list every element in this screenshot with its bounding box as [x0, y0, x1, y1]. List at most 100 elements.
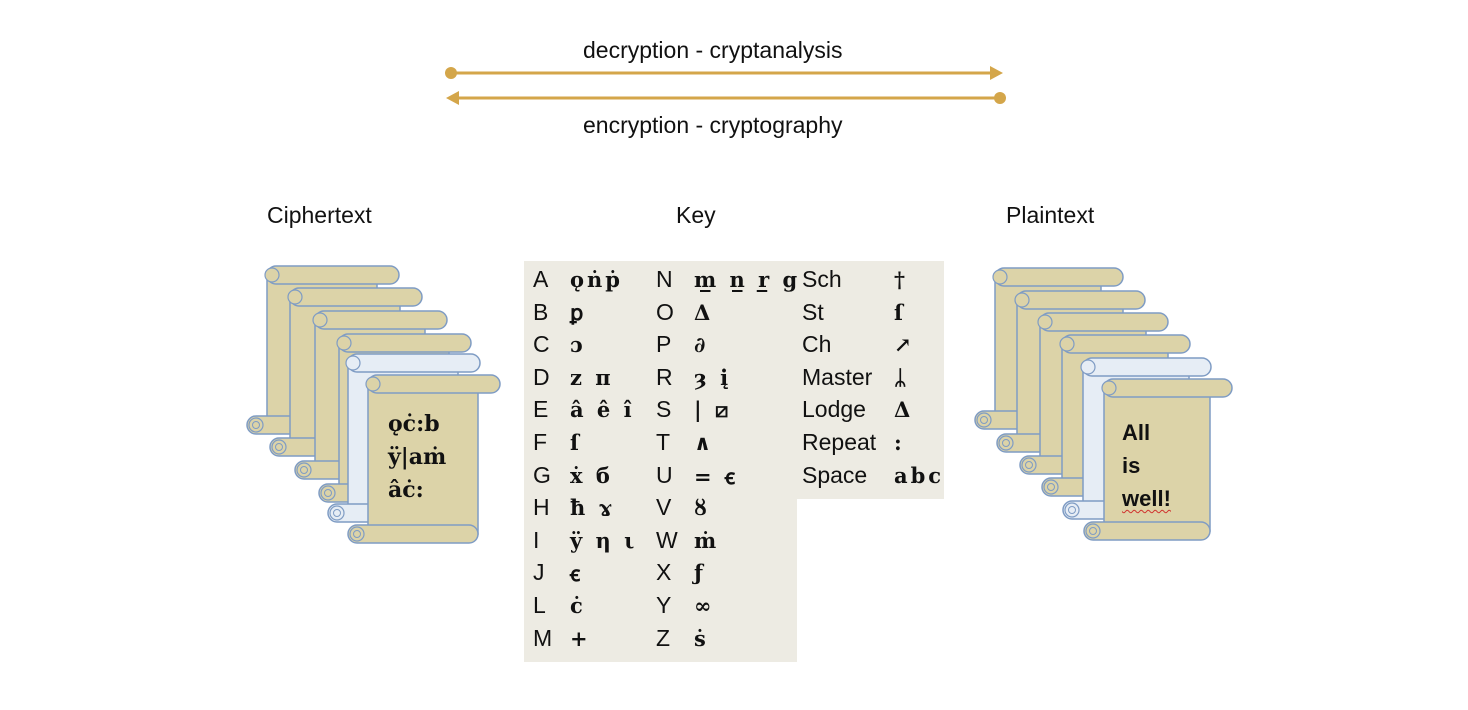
scroll-top-curl: [312, 312, 328, 328]
scroll-bottom-curl-inner: [252, 421, 260, 429]
scroll-bottom-curl: [998, 435, 1014, 451]
key-letter: Z: [656, 624, 671, 651]
key-symbols: ſ: [894, 299, 907, 325]
scroll-bottom-curl-inner: [980, 416, 988, 424]
key-symbols: :: [894, 430, 905, 455]
scroll-top-curl: [287, 289, 303, 305]
scroll-bottom-curl: [1085, 523, 1101, 539]
key-letter: B: [533, 298, 549, 325]
key-letter: P: [656, 331, 672, 358]
key-letter: E: [533, 396, 549, 423]
key-letter: O: [656, 298, 674, 325]
scroll-top-roll: [994, 267, 1124, 287]
key-letter: J: [533, 559, 545, 586]
scroll-top-roll: [1039, 312, 1169, 332]
scroll-bottom-curl: [976, 412, 992, 428]
key-letter: F: [533, 429, 548, 455]
scroll-bottom-curl: [329, 505, 345, 521]
key-symbols: ∧: [694, 430, 715, 455]
key-symbols: ṁ: [694, 527, 720, 553]
scroll-top-curl: [1014, 292, 1030, 308]
key-letter: I: [533, 526, 540, 553]
scroll-bottom-roll: [1083, 521, 1211, 541]
key-letter: Sch: [802, 266, 842, 292]
key-symbols: â ê î: [570, 397, 635, 423]
key-symbols: ȝ į: [694, 364, 732, 390]
key-letter: St: [802, 298, 824, 325]
plaintext-line: is: [1122, 453, 1141, 478]
scroll-top-roll: [1016, 290, 1146, 310]
key-symbols: Δ: [694, 299, 714, 325]
scroll-top-curl: [1059, 336, 1075, 352]
scroll-bottom-curl-inner: [1068, 506, 1076, 514]
key-symbols: ƒ: [694, 560, 707, 586]
key-letter: W: [656, 526, 678, 553]
scroll-bottom-curl-inner: [300, 466, 308, 474]
scroll-bottom-curl-inner: [1002, 439, 1010, 447]
key-symbols: ſ: [570, 430, 583, 455]
scroll-bottom-curl-inner: [324, 489, 332, 497]
scroll-sheet: [1083, 378, 1233, 541]
key-letter: Master: [802, 363, 873, 390]
encryption-arrowhead: [446, 91, 459, 105]
scroll-top-curl: [365, 376, 381, 392]
encryption-arrow-start-dot: [994, 92, 1006, 104]
key-symbols: ṡ: [694, 625, 709, 651]
plaintext-spellcheck-word: well!: [1122, 486, 1171, 511]
scroll-top-curl: [1037, 314, 1053, 330]
scroll-top-curl: [336, 335, 352, 351]
scroll-bottom-curl: [271, 439, 287, 455]
key-letter: Repeat: [802, 429, 877, 455]
encryption-label: encryption - cryptography: [583, 112, 843, 138]
scroll-body: [367, 383, 479, 535]
key-symbols: Δ: [894, 397, 914, 423]
scroll-bottom-curl: [1043, 479, 1059, 495]
scroll-bottom-curl-inner: [1089, 527, 1097, 535]
key-letter: N: [656, 266, 673, 292]
scroll-top-roll: [1061, 334, 1191, 354]
key-letter: Space: [802, 461, 868, 488]
scroll-bottom-curl: [1021, 457, 1037, 473]
scroll-bottom-curl-inner: [1047, 483, 1055, 491]
key-letter: G: [533, 461, 551, 488]
key-symbols: = ꞓ: [694, 463, 738, 489]
scroll-bottom-curl: [349, 526, 365, 542]
key-symbols: ∞: [694, 593, 715, 618]
scroll-top-curl: [1101, 380, 1117, 396]
key-symbols: ẋ б: [570, 462, 613, 488]
key-symbols: m̲ n̲ r̲ g: [694, 267, 801, 292]
scroll-bottom-curl: [1064, 502, 1080, 518]
plaintext-content: All is well!: [1122, 416, 1171, 515]
key-letter: L: [533, 592, 546, 618]
key-letter: T: [656, 429, 671, 455]
plaintext-line: well!: [1122, 482, 1171, 515]
key-letter: H: [533, 494, 550, 521]
key-letter: A: [533, 266, 549, 292]
key-symbols: †: [894, 267, 908, 292]
decryption-arrow-start-dot: [445, 67, 457, 79]
key-symbols: ᛦ: [894, 364, 910, 390]
scroll-bottom-curl-inner: [275, 443, 283, 451]
scroll-bottom-curl-inner: [1025, 461, 1033, 469]
key-letter: R: [656, 363, 673, 390]
decryption-arrowhead: [990, 66, 1003, 80]
key-letter: X: [656, 559, 672, 586]
key-symbols: ÿ η ι: [570, 527, 638, 553]
scroll-top-curl: [345, 355, 361, 371]
key-symbols: ȣ: [694, 495, 710, 521]
key-letter: Ch: [802, 331, 832, 358]
plaintext-heading: Plaintext: [1006, 202, 1095, 228]
key-letter: V: [656, 494, 672, 521]
key-symbols: ċ: [570, 593, 586, 618]
scroll-bottom-curl: [248, 417, 264, 433]
key-letter: D: [533, 363, 550, 390]
key-letter: S: [656, 396, 672, 423]
scroll-sheet: [347, 374, 501, 544]
key-symbols: | ⧄: [694, 397, 732, 423]
ciphertext-line: ÿ|aṁ: [388, 444, 447, 470]
scroll-bottom-curl-inner: [353, 530, 361, 538]
key-letter: Lodge: [802, 396, 866, 423]
key-letter: U: [656, 461, 673, 488]
